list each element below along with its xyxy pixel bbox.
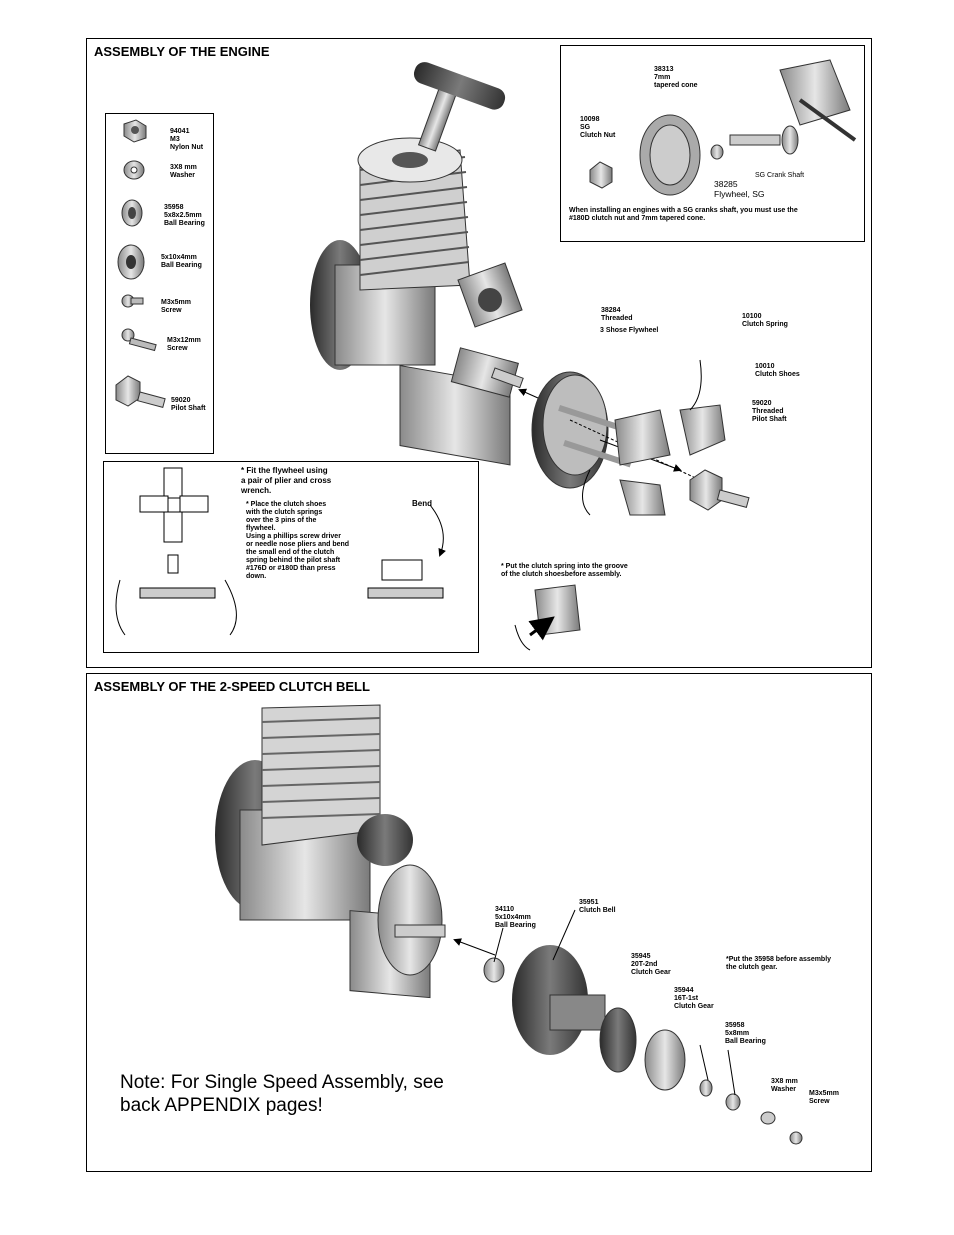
washer-label: 3X8 mm Washer [771,1078,798,1093]
clutch-section-title: ASSEMBLY OF THE 2-SPEED CLUTCH BELL [94,679,370,694]
clutch-shoes-drawing [582,359,726,516]
single-speed-note: Note: For Single Speed Assembly, see bac… [120,1072,444,1116]
long-screw-icon [121,328,157,352]
bend-spring-drawing [367,504,446,599]
shoe-spring-detail [514,584,581,651]
parts-label-small-bearing: 35958 5x8x2.5mm Ball Bearing [164,204,205,227]
sg-cone-label: 38313 7mm tapered cone [654,66,698,89]
parts-label-short-screw: M3x5mm Screw [161,299,191,314]
small-bearing-icon [121,199,143,227]
pilot-shaft-label: 59020 Threaded Pilot Shaft [752,400,787,423]
sg-install-note: When installing an engines with a SG cra… [569,207,798,222]
engine-drawing-bottom [215,704,496,999]
clutch-assembly-panel [86,673,872,1172]
sg-inset-drawing [589,59,857,196]
flywheel-drawing [531,371,701,489]
flywheel-label: 38284 Threaded [601,307,633,322]
parts-label-pilot-shaft: 59020 Pilot Shaft [171,397,206,412]
clutch-bell-label: 35951 Clutch Bell [579,899,616,914]
screw-label: M3x5mm Screw [809,1090,839,1105]
nylon-nut-icon [123,119,147,143]
engine-section-title: ASSEMBLY OF THE ENGINE [94,44,270,59]
parts-label-nylon-nut: 94041 M3 Nylon Nut [170,128,204,151]
engine-drawing [310,62,566,466]
parts-label-ball-bearing: 5x10x4mm Ball Bearing [161,254,202,269]
bearing-34110-label: 34110 5x10x4mm Ball Bearing [495,906,536,929]
cross-wrench-drawing [115,467,237,636]
gear-20t-label: 35945 20T-2nd Clutch Gear [631,953,671,976]
flywheel-label-2: 3 Shose Flywheel [600,327,659,334]
clutch-shoes-label: 10010 Clutch Shoes [755,363,800,378]
pilot-shaft-icon [115,375,166,409]
sg-nut-label: 10098 SG Clutch Nut [580,116,616,139]
washer-icon [123,160,145,180]
clutch-spring-label: 10100 Clutch Spring [742,313,788,328]
short-screw-icon [121,294,144,308]
gear-16t-label: 35944 16T-1st Clutch Gear [674,987,714,1010]
parts-label-washer: 3X8 mm Washer [170,164,197,179]
bearing-35958-label: 35958 5x8mm Ball Bearing [725,1022,766,1045]
cylinder-fins [357,137,471,291]
parts-label-long-screw: M3x12mm Screw [167,337,201,352]
put-bearing-note: *Put the 35958 before assembly the clutc… [726,956,832,971]
sg-crank-label: SG Crank Shaft [755,172,805,179]
place-shoes-instruction: * Place the clutch shoes with the clutch… [246,501,350,580]
ball-bearing-icon [117,244,145,280]
fit-flywheel-instruction: * Fit the flywheel using a pair of plier… [241,466,332,495]
sg-flywheel-label: 38285 Flywheel, SG [714,179,765,199]
pilot-shaft-drawing [689,469,750,511]
carburetor [457,262,523,328]
clutch-bell-drawing [483,909,803,1145]
bend-label: Bend [412,499,432,508]
spring-groove-note: * Put the clutch spring into the groove … [501,563,628,578]
